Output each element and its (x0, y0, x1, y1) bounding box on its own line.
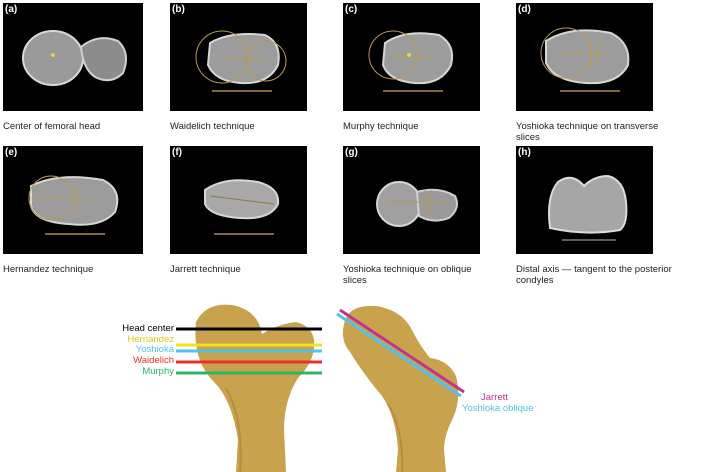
caption-f: Jarrett technique (170, 264, 241, 275)
panel-tag-f: (f) (172, 147, 182, 158)
ct-image-c: (c) (343, 3, 480, 111)
panel-tag-e: (e) (5, 147, 18, 158)
label-hernandez: Hernandez (127, 334, 174, 345)
ct-scan-c (368, 30, 454, 92)
ct-image-h: (h) (516, 146, 653, 254)
panel-tag-a: (a) (5, 4, 18, 15)
ct-image-b: (b) (170, 3, 307, 111)
ct-image-a: (a) (3, 3, 143, 111)
label-yoshioka-oblique: Yoshioka oblique (462, 403, 534, 414)
line-jarrett (339, 308, 465, 394)
caption-g: Yoshioka technique on oblique slices (343, 264, 472, 286)
label-yoshioka: Yoshioka (135, 344, 174, 355)
ct-image-f: (f) (170, 146, 307, 254)
caption-d: Yoshioka technique on transverse slices (516, 121, 659, 143)
ct-scan-d (540, 27, 630, 92)
right-femur (342, 305, 459, 472)
ct-scan-g (376, 181, 458, 227)
ct-scan-h (548, 174, 628, 241)
label-murphy: Murphy (142, 366, 174, 377)
panel-tag-b: (b) (172, 4, 185, 15)
panel-tag-g: (g) (345, 147, 358, 158)
line-yoshioka-oblique (336, 312, 462, 398)
ct-scan-e (28, 175, 119, 235)
femur-diagram (176, 304, 465, 472)
ct-image-e: (e) (3, 146, 143, 254)
ct-scan-f (204, 179, 280, 235)
caption-b: Waidelich technique (170, 121, 255, 132)
ct-image-g: (g) (343, 146, 480, 254)
panel-tag-c: (c) (345, 4, 358, 15)
caption-h: Distal axis — tangent to the posterior c… (516, 264, 672, 286)
caption-a: Center of femoral head (3, 121, 101, 132)
ct-scan-a (22, 30, 128, 86)
caption-e: Hernandez technique (3, 264, 94, 275)
ct-image-d: (d) (516, 3, 653, 111)
label-waidelich: Waidelich (133, 355, 174, 366)
label-jarrett: Jarrett (481, 392, 508, 403)
panel-tag-h: (h) (518, 147, 531, 158)
ct-scan-b (195, 30, 287, 92)
caption-c: Murphy technique (343, 121, 419, 132)
label-head-center: Head center (122, 323, 174, 334)
panel-tag-d: (d) (518, 4, 531, 15)
